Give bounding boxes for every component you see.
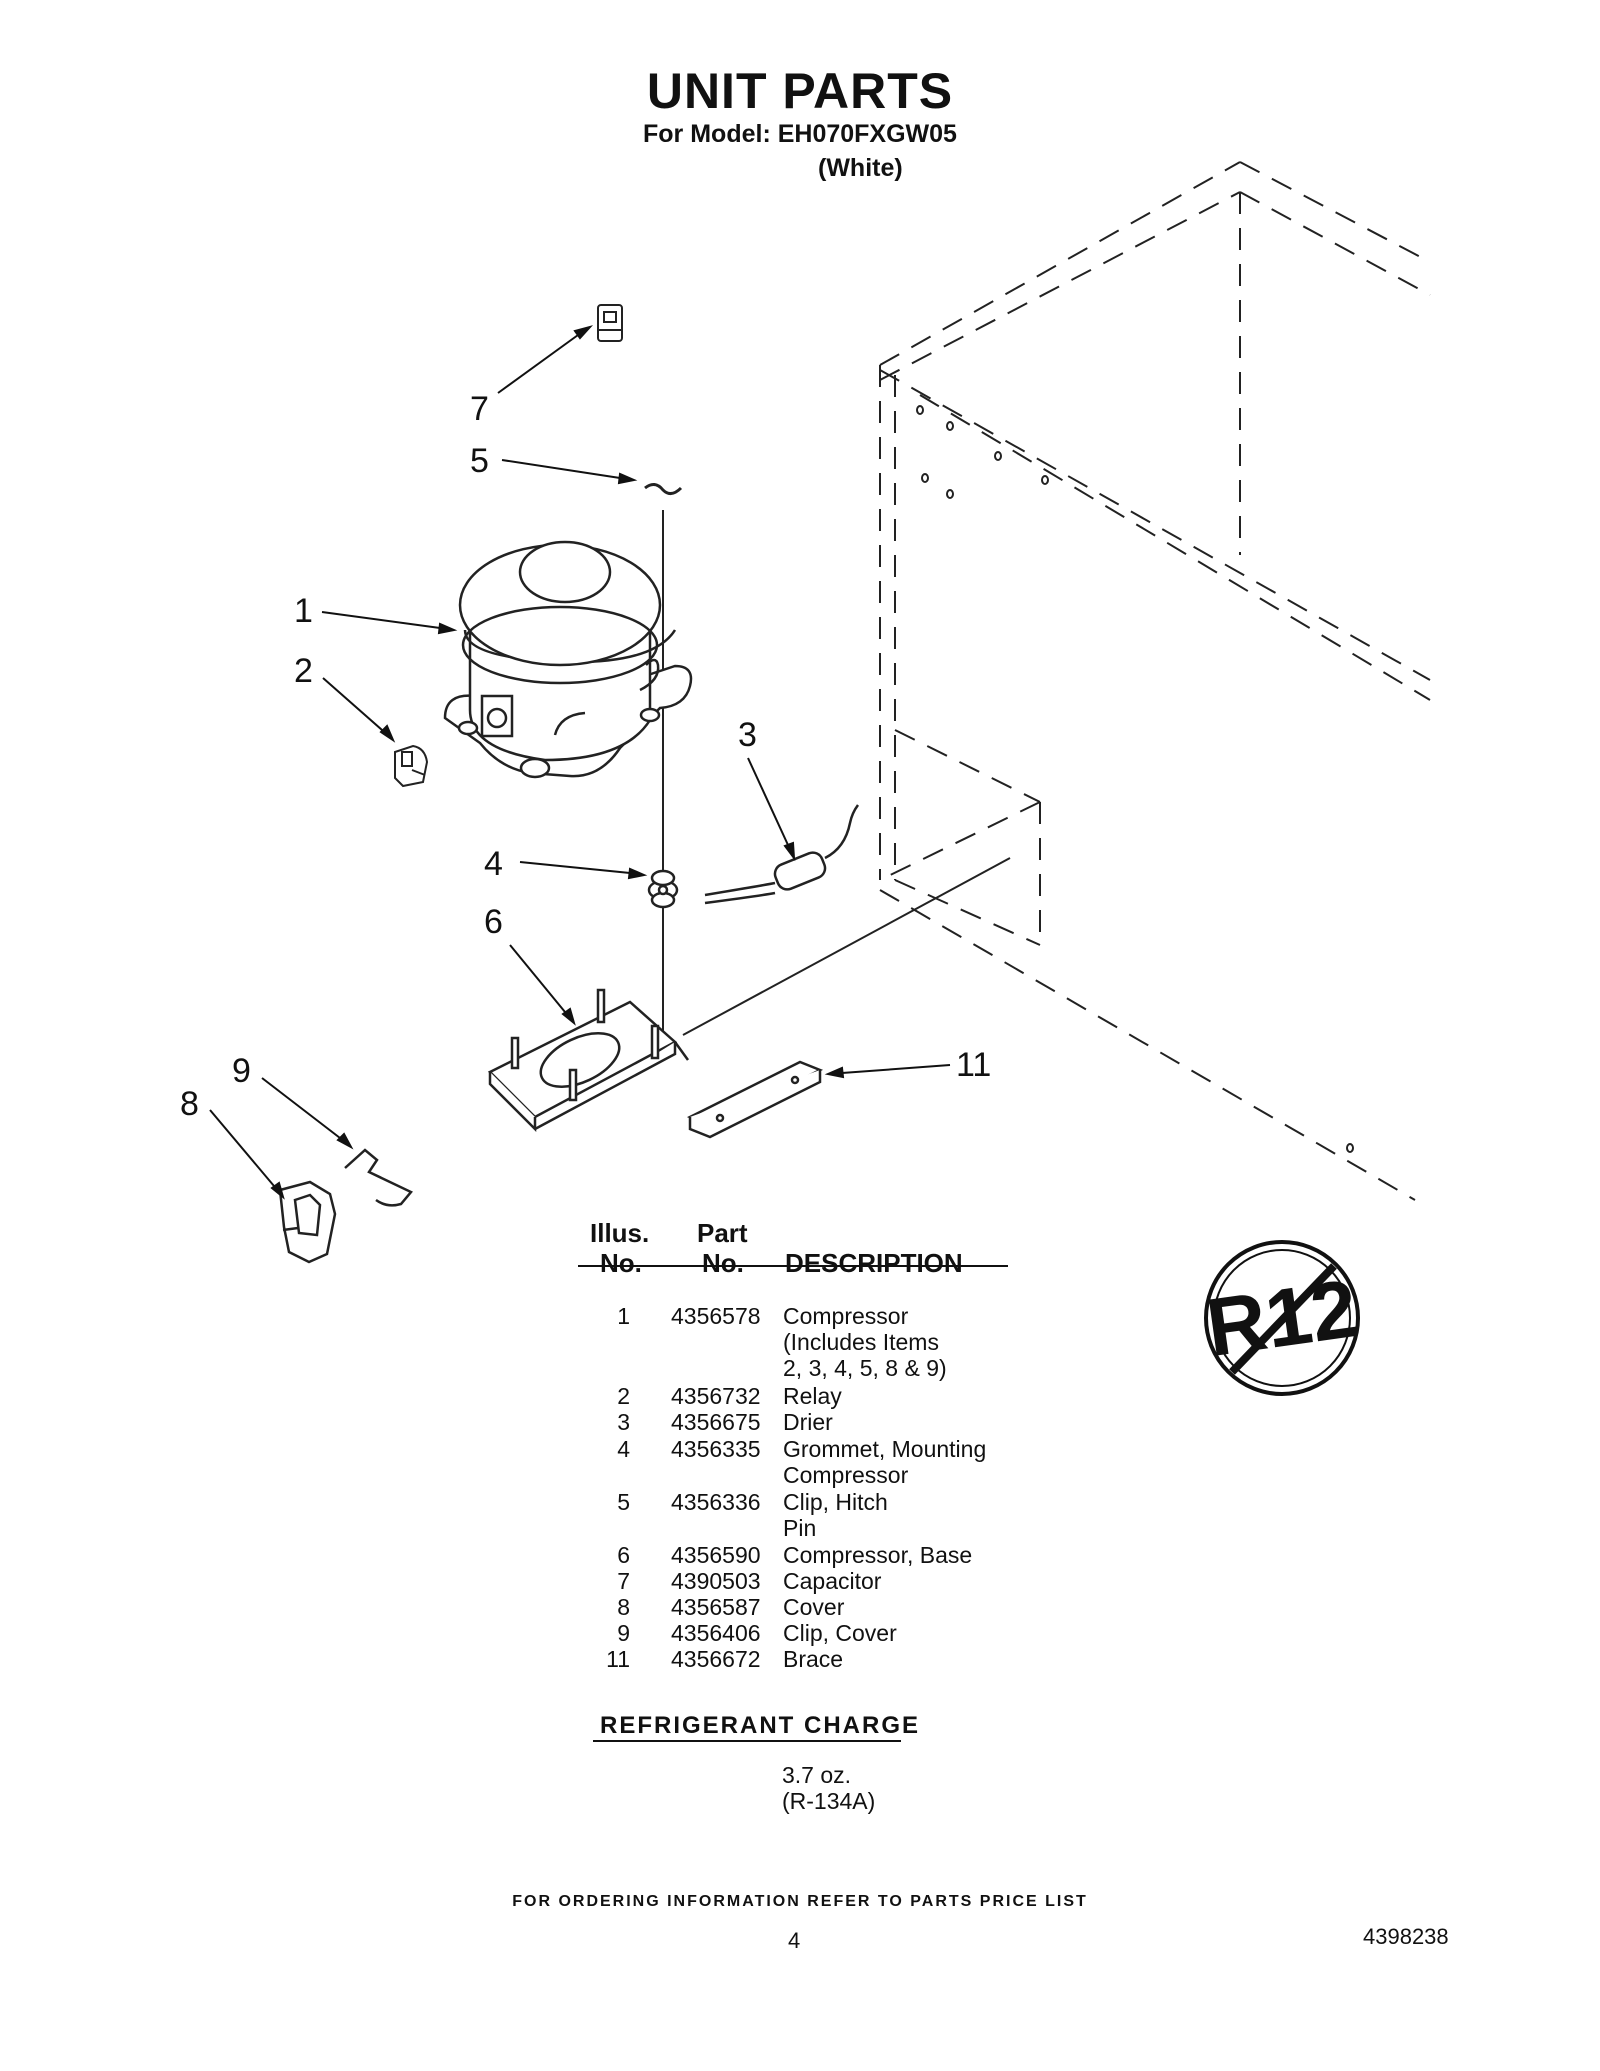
callout-2: 2 — [294, 652, 313, 690]
row-illus-no: 2 — [617, 1383, 630, 1409]
document-number: 4398238 — [1363, 1924, 1449, 1949]
row-part-no: 4356406 — [671, 1620, 761, 1646]
table-header-rule — [578, 1265, 1008, 1267]
refrigerant-heading-rule — [593, 1740, 901, 1742]
desc-line: (Includes Items — [783, 1329, 939, 1355]
row-part-no: 4356587 — [671, 1594, 761, 1620]
desc-line: Compressor — [783, 1462, 909, 1488]
desc-line: Capacitor — [783, 1568, 882, 1594]
row-part-no: 4356578 — [671, 1303, 761, 1329]
callout-numbers: 7 5 1 2 3 4 6 9 8 11 — [180, 390, 991, 1123]
row-description: Clip, Cover — [783, 1620, 1083, 1646]
drier-part — [704, 804, 860, 905]
desc-line: Brace — [783, 1646, 844, 1672]
desc-line: Grommet, Mounting — [783, 1436, 987, 1462]
row-description: Drier — [783, 1409, 1083, 1435]
row-illus-no: 4 — [617, 1436, 630, 1462]
callout-3: 3 — [738, 716, 757, 754]
brace-part — [686, 1060, 824, 1139]
row-illus-no: 1 — [617, 1303, 630, 1329]
cabinet-outline — [879, 161, 1431, 1201]
callout-7: 7 — [470, 390, 489, 428]
no-r12-prohibited-icon: R12 — [1201, 1240, 1363, 1396]
row-illus-no: 11 — [606, 1646, 630, 1672]
row-description: Brace — [783, 1646, 1083, 1672]
cabinet-holes — [916, 405, 1354, 1153]
desc-line: Compressor — [783, 1303, 909, 1329]
row-illus-no: 7 — [617, 1568, 630, 1594]
row-part-no: 4356336 — [671, 1489, 761, 1515]
row-illus-no: 3 — [617, 1409, 630, 1435]
cover-part — [278, 1180, 337, 1264]
desc-line: Compressor, Base — [783, 1542, 973, 1568]
callout-11: 11 — [956, 1046, 991, 1084]
cover-clip-part — [344, 1148, 413, 1207]
refrigerant-amount: 3.7 oz. — [782, 1762, 852, 1788]
row-part-no: 4356675 — [671, 1409, 761, 1435]
desc-line: Clip, Hitch — [783, 1489, 888, 1515]
relay-part — [394, 744, 429, 788]
header-illus-line1: Illus. — [590, 1218, 650, 1248]
callout-8: 8 — [180, 1085, 199, 1123]
compressor-part — [443, 540, 693, 779]
row-illus-no: 9 — [617, 1620, 630, 1646]
row-description: Relay — [783, 1383, 1083, 1409]
row-description: Capacitor — [783, 1568, 1083, 1594]
refrigerant-charge-heading: REFRIGERANT CHARGE — [600, 1712, 921, 1739]
desc-line: Pin — [783, 1515, 817, 1541]
model-line: For Model: EH070FXGW05 — [643, 120, 957, 148]
header-description: DESCRIPTION — [785, 1248, 963, 1278]
row-description: Grommet, Mounting Compressor — [783, 1436, 1083, 1488]
refrigerant-type: (R-134A) — [782, 1788, 876, 1814]
capacitor-part — [597, 304, 623, 342]
callout-5: 5 — [470, 442, 489, 480]
row-description: Compressor (Includes Items 2, 3, 4, 5, 8… — [783, 1303, 1083, 1381]
header-part-line2: No. — [702, 1248, 744, 1278]
row-illus-no: 8 — [617, 1594, 630, 1620]
row-description: Compressor, Base — [783, 1542, 1083, 1568]
desc-line: Relay — [783, 1383, 842, 1409]
page-title: UNIT PARTS — [646, 63, 954, 119]
row-description: Clip, Hitch Pin — [783, 1489, 1083, 1541]
compressor-base-part — [487, 988, 690, 1133]
desc-line: Drier — [783, 1409, 833, 1435]
hitch-pin-clip-part — [644, 483, 683, 495]
desc-line: Clip, Cover — [783, 1620, 897, 1646]
ordering-info-note: FOR ORDERING INFORMATION REFER TO PARTS … — [512, 1893, 1088, 1910]
header-illus-line2: No. — [600, 1248, 642, 1278]
row-part-no: 4356335 — [671, 1436, 761, 1462]
row-part-no: 4390503 — [671, 1568, 761, 1594]
desc-line: 2, 3, 4, 5, 8 & 9) — [783, 1355, 947, 1381]
row-illus-no: 5 — [617, 1489, 630, 1515]
callout-6: 6 — [484, 903, 503, 941]
grommet-part — [647, 869, 679, 909]
callout-1: 1 — [294, 592, 313, 630]
callout-4: 4 — [484, 845, 503, 883]
header-part-line1: Part — [697, 1218, 748, 1248]
row-part-no: 4356590 — [671, 1542, 761, 1568]
row-part-no: 4356732 — [671, 1383, 761, 1409]
callout-9: 9 — [232, 1052, 251, 1090]
row-part-no: 4356672 — [671, 1646, 761, 1672]
assembly-centerline — [662, 510, 1011, 1036]
model-color: (White) — [818, 154, 903, 182]
row-description: Cover — [783, 1594, 1083, 1620]
page-number: 4 — [788, 1928, 801, 1953]
desc-line: Cover — [783, 1594, 845, 1620]
leader-lines — [209, 325, 951, 1200]
row-illus-no: 6 — [617, 1542, 630, 1568]
